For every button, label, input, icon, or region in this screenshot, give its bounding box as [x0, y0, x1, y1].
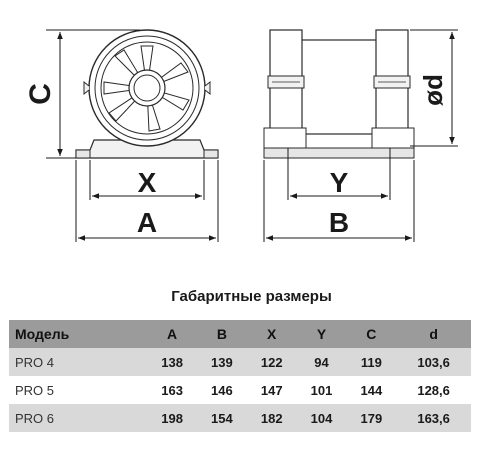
- cell-b: 139: [197, 348, 247, 376]
- col-header-d: d: [396, 320, 471, 348]
- cell-model: PRO 4: [9, 348, 148, 376]
- table-header-row: Модель A B X Y C d: [9, 320, 471, 348]
- cell-model: PRO 6: [9, 404, 148, 432]
- label-c: C: [24, 83, 57, 105]
- cell-c: 119: [346, 348, 397, 376]
- cell-y: 101: [310, 382, 333, 398]
- fan-dimension-drawing: C X A ød: [24, 29, 458, 242]
- cell-b: 146: [211, 382, 233, 398]
- front-view: [75, 29, 219, 159]
- col-header-y: Y: [296, 320, 347, 348]
- col-header-a: A: [147, 320, 197, 348]
- cell-c: 144: [360, 382, 383, 398]
- dimension-c: [46, 29, 140, 159]
- cell-model: PRO 5: [15, 382, 55, 398]
- dimensions-table: Модель A B X Y C d PRO 4 138 139 122 94 …: [9, 320, 471, 432]
- cell-a: 198: [147, 404, 197, 432]
- table-caption: Габаритные размеры: [171, 288, 332, 305]
- label-b: B: [329, 207, 349, 238]
- cell-y: 104: [296, 404, 347, 432]
- col-header-b: B: [197, 320, 247, 348]
- cell-d: 163,6: [396, 404, 471, 432]
- cell-x: 182: [246, 404, 297, 432]
- cell-x: 147: [260, 382, 283, 398]
- col-header-x: X: [246, 320, 297, 348]
- dimension-d: [410, 29, 458, 147]
- table-row: PRO 5 163 146 147 101 144 128,6: [9, 376, 471, 404]
- table-row: PRO 4 138 139 122 94 119 103,6: [9, 348, 471, 376]
- label-y: Y: [330, 167, 349, 198]
- cell-a: 163: [161, 382, 183, 398]
- label-d: ød: [418, 74, 448, 106]
- cell-y: 94: [296, 348, 347, 376]
- dimension-x: [75, 160, 219, 242]
- label-a: A: [137, 207, 157, 238]
- col-header-model: Модель: [9, 320, 148, 348]
- cell-a: 138: [147, 348, 197, 376]
- cell-b: 154: [197, 404, 247, 432]
- cell-d: 128,6: [417, 382, 450, 398]
- label-x: X: [138, 167, 157, 198]
- dimension-y: [263, 148, 415, 242]
- table-row: PRO 6 198 154 182 104 179 163,6: [9, 404, 471, 432]
- col-header-c: C: [346, 320, 397, 348]
- side-view: [263, 29, 415, 159]
- cell-d: 103,6: [396, 348, 471, 376]
- cell-x: 122: [246, 348, 297, 376]
- cell-c: 179: [346, 404, 397, 432]
